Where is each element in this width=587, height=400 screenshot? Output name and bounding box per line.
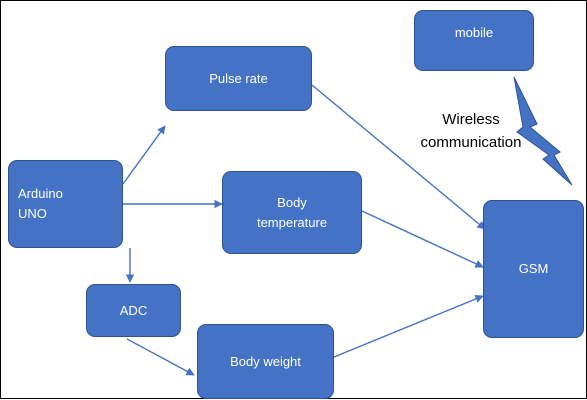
body-temperature-node: Body temperature: [222, 171, 362, 254]
gsm-node: GSM: [483, 200, 584, 338]
mobile-node: mobile: [414, 10, 534, 71]
adc-node: ADC: [86, 284, 181, 337]
pulse-rate-node: Pulse rate: [165, 46, 312, 111]
arduino-uno-label: Arduino UNO: [18, 186, 63, 221]
arrow-body-temperature-to-gsm: [361, 210, 484, 268]
body-temperature-label: Body temperature: [256, 194, 328, 230]
arrow-body-weight-to-gsm: [333, 294, 484, 358]
lightning-bolt-icon: [513, 76, 573, 186]
arrow-arduino-to-pulse-rate: [122, 125, 166, 185]
mobile-label: mobile: [454, 25, 494, 40]
body-weight-label: Body weight: [230, 353, 301, 369]
arrow-adc-to-body-weight: [126, 338, 195, 376]
wireless-communication-label: Wireless communication: [420, 111, 522, 151]
body-weight-node: Body weight: [197, 324, 334, 399]
adc-label: ADC: [119, 302, 148, 318]
arduino-uno-node: Arduino UNO: [8, 160, 123, 248]
gsm-label: GSM: [518, 261, 549, 276]
pulse-rate-label: Pulse rate: [209, 70, 268, 86]
arrow-pulse-rate-to-gsm: [311, 84, 486, 230]
